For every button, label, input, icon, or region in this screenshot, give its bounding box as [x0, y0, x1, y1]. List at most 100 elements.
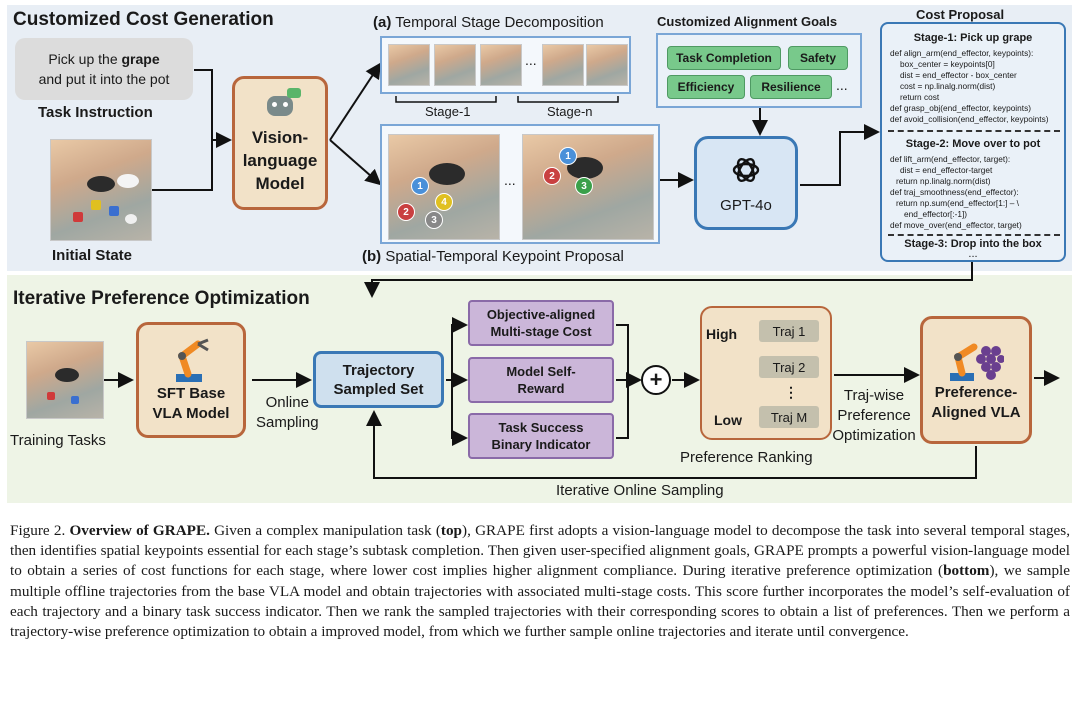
- stage-frame-2: [434, 44, 476, 86]
- stage-1-heading: Stage-1: Pick up grape: [913, 32, 1033, 44]
- online-sampling-line-1: Online: [265, 394, 309, 411]
- keypoint-title: (b) Spatial-Temporal Keypoint Proposal: [362, 248, 624, 265]
- aligned-vla-line-1: Preference-: [934, 384, 1018, 401]
- sft-base-model-box: SFT Base VLA Model: [136, 322, 246, 438]
- robot-arm-grape-icon: [950, 343, 1004, 381]
- keypoint-text: Spatial-Temporal Keypoint Proposal: [385, 248, 624, 265]
- section-title-preference-optimization: Iterative Preference Optimization: [13, 288, 310, 309]
- traj-set-line-1: Trajectory: [342, 361, 415, 379]
- stage-3-heading: Stage-3: Drop into the box: [904, 238, 1042, 250]
- stage-divider: [888, 234, 1060, 236]
- code-line: def grasp_obj(end_effector, keypoints): [890, 103, 1031, 113]
- trajwise-line-2: Preference: [837, 407, 911, 424]
- traj-m: Traj M: [759, 406, 819, 428]
- vlm-line-1: Vision-: [251, 127, 309, 147]
- vlm-box: Vision- language Model: [232, 76, 328, 210]
- traj-1: Traj 1: [759, 320, 819, 342]
- code-line: return np.linalg.norm(dist): [896, 176, 991, 186]
- plus-icon: +: [649, 367, 663, 392]
- code-line: def align_arm(end_effector, keypoints):: [890, 48, 1034, 58]
- aligned-vla-line-2: Aligned VLA: [931, 404, 1021, 421]
- stage-frame-4: [542, 44, 584, 86]
- section-title-cost-generation: Customized Cost Generation: [13, 9, 274, 30]
- online-sampling-line-2: Sampling: [256, 414, 319, 431]
- rank-low-label: Low: [714, 412, 742, 428]
- cost-proposal-box: Stage-1: Pick up grape def align_arm(end…: [880, 22, 1066, 262]
- caption-text-2: ), GRAPE first adopts a vision-language …: [10, 522, 1070, 580]
- trajectory-sampled-set-box: Trajectory Sampled Set: [313, 351, 444, 408]
- preference-aligned-vla-box: Preference- Aligned VLA: [920, 316, 1032, 444]
- reward1-line-1: Objective-aligned: [486, 307, 596, 322]
- goal-task-completion: Task Completion: [667, 46, 781, 70]
- code-line: dist = end_effector-target: [900, 165, 993, 175]
- traj-set-line-2: Sampled Set: [333, 380, 424, 398]
- frames-ellipsis: ...: [525, 52, 537, 68]
- sft-line-1: SFT Base: [156, 385, 226, 402]
- keypoint-2: 2: [397, 203, 415, 221]
- code-line: end_effector[:-1]): [904, 209, 968, 219]
- caption-fig: Figure 2.: [10, 522, 66, 539]
- stage-decomposition-frame: ...: [380, 36, 631, 94]
- stage-2-heading: Stage-2: Move over to pot: [905, 138, 1041, 150]
- task-instruction-label: Task Instruction: [38, 104, 153, 121]
- code-line: return np.sum(end_effector[1:] – \: [896, 198, 1019, 208]
- instruction-post: and put it into the pot: [38, 71, 170, 87]
- openai-icon: [732, 157, 760, 182]
- cost-ellipsis: ...: [968, 248, 978, 260]
- code-line: def avoid_collision(end_effector, keypoi…: [890, 114, 1049, 124]
- iterative-loop-label: Iterative Online Sampling: [556, 482, 724, 499]
- keypoint-ellipsis: ...: [504, 172, 516, 188]
- caption-top: top: [440, 522, 463, 539]
- goal-safety: Safety: [788, 46, 848, 70]
- sft-line-2: VLA Model: [152, 405, 230, 422]
- decomposition-tag: (a): [373, 14, 392, 31]
- keypoint-n-1: 1: [559, 147, 577, 165]
- caption-text-3: ), we sample multiple offline trajectori…: [10, 562, 1070, 641]
- stage-frame-5: [586, 44, 628, 86]
- trajwise-line-3: Optimization: [832, 427, 916, 444]
- instruction-pre: Pick up the: [48, 51, 122, 67]
- goals-title: Customized Alignment Goals: [657, 14, 838, 29]
- training-tasks-label: Training Tasks: [10, 432, 106, 449]
- preference-ranking-label: Preference Ranking: [680, 449, 813, 466]
- stage-1-label: Stage-1: [425, 104, 471, 119]
- figure-caption: Figure 2. Overview of GRAPE. Given a com…: [10, 521, 1070, 642]
- self-reward-box: Model Self- Reward: [468, 357, 614, 403]
- keypoint-n-3: 3: [575, 177, 593, 195]
- reward1-line-2: Multi-stage Cost: [490, 324, 592, 339]
- keypoint-frame: 1 2 3 4 ... 1 2 3: [380, 124, 660, 244]
- training-tasks-image: [26, 341, 104, 419]
- decomposition-text: Temporal Stage Decomposition: [395, 14, 604, 31]
- decomposition-title: (a) Temporal Stage Decomposition: [373, 14, 604, 31]
- multi-stage-cost-box: Objective-aligned Multi-stage Cost: [468, 300, 614, 346]
- reward2-line-1: Model Self-: [506, 364, 576, 379]
- caption-title: Overview of GRAPE.: [69, 522, 210, 539]
- alignment-goals-box: Task Completion Safety Efficiency Resili…: [656, 33, 862, 108]
- gpt-label: GPT-4o: [720, 196, 772, 214]
- initial-state-label: Initial State: [52, 247, 133, 264]
- keypoint-image-stage-n: 1 2 3: [522, 134, 654, 240]
- code-line: box_center = keypoints[0]: [900, 59, 995, 69]
- trajwise-optimization-label: Traj-wise Preference Optimization: [826, 386, 922, 446]
- code-line: def lift_arm(end_effector, target):: [890, 154, 1011, 164]
- stage-frame-1: [388, 44, 430, 86]
- code-line: def traj_smoothness(end_effector):: [890, 187, 1019, 197]
- keypoint-tag: (b): [362, 248, 382, 265]
- vlm-line-3: Model: [255, 173, 305, 193]
- code-line: return cost: [900, 92, 940, 102]
- initial-state-image: [50, 139, 152, 241]
- stage-frame-3: [480, 44, 522, 86]
- instruction-bold: grape: [121, 51, 160, 67]
- online-sampling-label: Online Sampling: [256, 393, 319, 433]
- stage-divider: [888, 130, 1060, 132]
- goal-efficiency: Efficiency: [667, 75, 745, 99]
- reward2-line-2: Reward: [517, 381, 565, 396]
- vlm-line-2: language: [242, 150, 318, 170]
- robot-icon: [261, 87, 301, 122]
- keypoint-n-2: 2: [543, 167, 561, 185]
- goal-resilience: Resilience: [750, 75, 832, 99]
- rank-high-label: High: [706, 326, 738, 342]
- keypoint-1: 1: [411, 177, 429, 195]
- cost-proposal-title: Cost Proposal: [916, 7, 1005, 22]
